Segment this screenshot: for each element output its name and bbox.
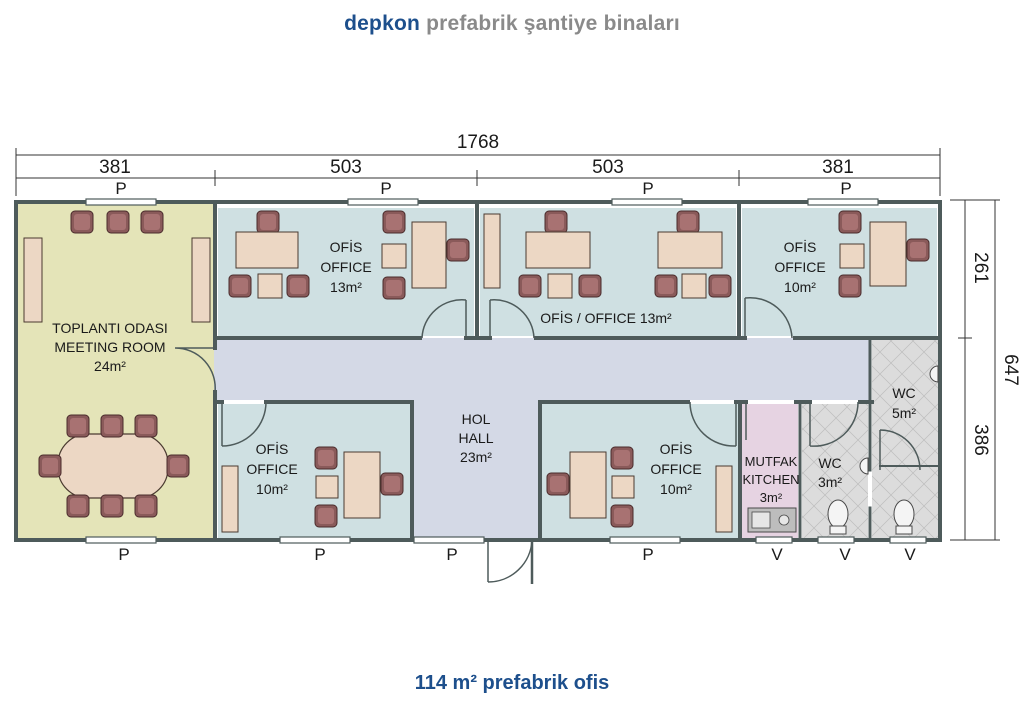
dim-segment-1: 381: [99, 157, 131, 178]
dimension-lines-right: [950, 199, 1000, 541]
label-wc-large: WC 5m²: [892, 385, 916, 421]
label-office-3: OFİS OFFICE 10m²: [774, 238, 825, 295]
svg-text:13m²: 13m²: [330, 279, 362, 295]
window-mark-bottom-1: P: [118, 545, 129, 564]
svg-text:OFFICE: OFFICE: [246, 461, 297, 477]
kitchen-sink: [747, 507, 797, 533]
label-office-2: OFİS / OFFICE 13m²: [540, 309, 672, 326]
dim-height-bottom: 386: [970, 424, 991, 456]
vent-mark-wc-large: V: [904, 545, 916, 564]
svg-text:MUTFAK: MUTFAK: [745, 454, 798, 469]
svg-text:OFİS: OFİS: [256, 440, 289, 457]
windows: [85, 198, 927, 544]
label-meeting-room: TOPLANTI ODASI MEETING ROOM 24m²: [52, 320, 168, 374]
window-mark-top-2: P: [380, 179, 391, 198]
svg-text:24m²: 24m²: [94, 358, 126, 374]
doors: [174, 296, 921, 584]
dimension-lines-top: [15, 148, 941, 196]
svg-text:OFİS: OFİS: [784, 238, 817, 255]
label-wc-small: WC 3m²: [818, 455, 842, 490]
page-header: depkon prefabrik şantiye binaları: [0, 12, 1024, 36]
office-5-furniture: [546, 446, 733, 533]
brand-tagline: prefabrik şantiye binaları: [426, 12, 680, 35]
office-4-furniture: [221, 446, 404, 533]
svg-text:HALL: HALL: [458, 430, 493, 446]
svg-text:10m²: 10m²: [660, 481, 692, 497]
svg-text:10m²: 10m²: [256, 481, 288, 497]
label-office-4: OFİS OFFICE 10m²: [246, 440, 297, 497]
svg-text:KITCHEN: KITCHEN: [742, 472, 799, 487]
svg-text:OFFICE: OFFICE: [774, 259, 825, 275]
window-mark-top-3: P: [642, 179, 653, 198]
svg-text:3m²: 3m²: [760, 490, 783, 505]
dim-height-top: 261: [970, 252, 991, 284]
hall-center-floor: [412, 338, 540, 538]
label-hall: HOL HALL 23m²: [458, 411, 493, 465]
brand-name: depkon: [344, 12, 421, 35]
svg-text:OFİS: OFİS: [660, 440, 693, 457]
svg-text:WC: WC: [892, 385, 915, 401]
dim-segment-2: 503: [330, 157, 362, 178]
svg-text:HOL: HOL: [462, 411, 491, 427]
hall-floor: [214, 338, 870, 400]
plan-caption: 114 m² prefabrik ofis: [414, 672, 610, 694]
window-mark-bottom-3: P: [446, 545, 457, 564]
label-office-5: OFİS OFFICE 10m²: [650, 440, 701, 497]
label-office-1: OFİS OFFICE 13m²: [320, 238, 371, 295]
wc-fixtures: [827, 365, 939, 535]
svg-text:5m²: 5m²: [892, 405, 916, 421]
dim-segment-4: 381: [822, 157, 854, 178]
office-2-furniture: [483, 210, 732, 299]
window-mark-top-1: P: [115, 179, 126, 198]
svg-text:10m²: 10m²: [784, 279, 816, 295]
vent-mark-wc-small: V: [839, 545, 851, 564]
meeting-room-furniture: [23, 210, 211, 518]
dim-segment-3: 503: [592, 157, 624, 178]
dim-height-total: 647: [1000, 354, 1021, 386]
vent-mark-kitchen: V: [771, 545, 783, 564]
office-3-furniture: [838, 210, 930, 298]
svg-text:3m²: 3m²: [818, 474, 842, 490]
office-1-furniture: [228, 210, 470, 300]
svg-text:OFFICE: OFFICE: [650, 461, 701, 477]
svg-text:MEETING ROOM: MEETING ROOM: [54, 339, 165, 355]
svg-text:OFFICE: OFFICE: [320, 259, 371, 275]
svg-text:WC: WC: [818, 455, 841, 471]
svg-text:23m²: 23m²: [460, 449, 492, 465]
window-mark-bottom-4: P: [642, 545, 653, 564]
window-mark-bottom-2: P: [314, 545, 325, 564]
svg-text:TOPLANTI ODASI: TOPLANTI ODASI: [52, 320, 168, 336]
svg-text:OFİS: OFİS: [330, 238, 363, 255]
window-mark-top-4: P: [840, 179, 851, 198]
label-kitchen: MUTFAK KITCHEN 3m²: [742, 454, 799, 505]
dim-total-width: 1768: [457, 132, 499, 153]
